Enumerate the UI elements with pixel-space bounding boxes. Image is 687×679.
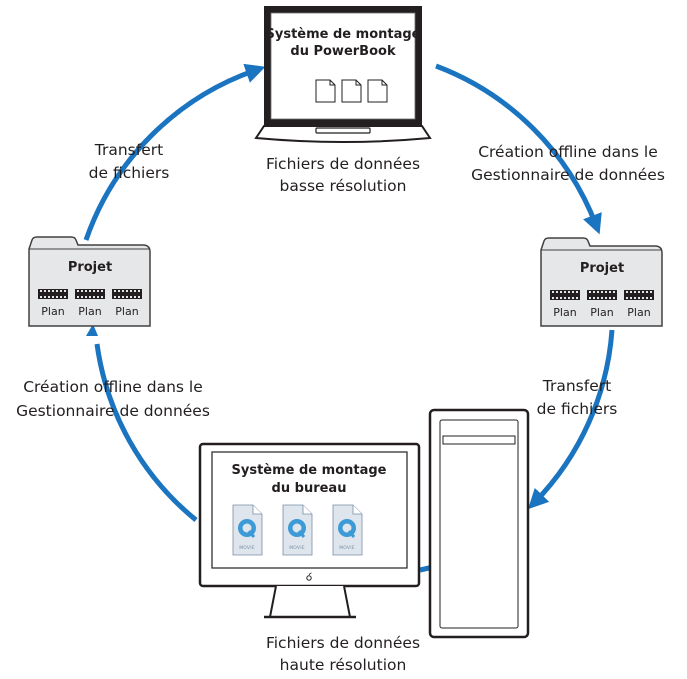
project-right-clip-2: Plan [590,306,613,319]
label-transfer-top-left-line1: Transfert [94,141,163,159]
document-icon [341,79,362,103]
project-left-clip-2: Plan [78,305,101,318]
label-offline-creation-left-line1: Création offline dans le [23,378,203,396]
arrow-laptop-to-project-right [435,63,602,235]
film-strip-icon [587,290,617,300]
powerbook-laptop: Système de montage du PowerBook [254,6,432,143]
label-transfer-right-line2: de fichiers [537,400,618,418]
svg-text:MOVIE: MOVIE [339,545,355,551]
monitor-stand [268,585,352,618]
svg-text:MOVIE: MOVIE [239,545,255,551]
laptop-title-line1: Système de montage [266,27,421,42]
label-offline-creation-left-line2: Gestionnaire de données [16,402,210,420]
laptop-caption-line1: Fichiers de données [266,155,420,173]
quicktime-movie-icon: MOVIE [232,504,263,556]
document-icon [367,79,388,103]
project-left-clip-3: Plan [115,305,138,318]
film-strip-icon [550,290,580,300]
project-left-clip-1: Plan [41,305,64,318]
workflow-arrows [83,63,615,573]
label-offline-creation-top-right-line1: Création offline dans le [478,143,658,161]
label-offline-creation-top-right-line2: Gestionnaire de données [471,166,665,184]
laptop-title-line2: du PowerBook [290,44,396,59]
project-folder-left: Projet Plan Plan Plan [28,236,151,327]
project-folder-right: Projet Plan Plan Plan [540,237,663,327]
laptop-caption-line2: basse résolution [280,177,407,195]
film-strip-icon [75,289,105,299]
apple-logo-icon [306,572,312,581]
desktop-title-line1: Système de montage [232,463,387,478]
label-transfer-right-line1: Transfert [542,377,611,395]
arrow-desktop-to-project-left [94,343,198,522]
label-transfer-top-left-line2: de fichiers [89,164,170,182]
project-left-title: Projet [68,260,112,275]
tower-computer [428,408,530,639]
desktop-monitor: Système de montage du bureau MOVIE MOVIE… [198,442,421,619]
arrowhead-left-up [86,324,98,336]
project-right-clip-3: Plan [627,306,650,319]
desktop-caption-line2: haute résolution [280,656,407,674]
project-right-clip-1: Plan [553,306,576,319]
film-strip-icon [624,290,654,300]
document-icon [315,79,336,103]
project-right-title: Projet [580,261,624,276]
arrow-project-left-to-laptop [83,63,266,241]
laptop-trackpad [315,127,371,134]
tower-drive-bay [442,435,516,445]
arrow-project-right-to-tower [528,329,615,510]
svg-text:MOVIE: MOVIE [289,545,305,551]
desktop-caption-line1: Fichiers de données [266,634,420,652]
quicktime-movie-icon: MOVIE [332,504,363,556]
desktop-title-line2: du bureau [272,481,347,496]
film-strip-icon [38,289,68,299]
film-strip-icon [112,289,142,299]
quicktime-movie-icon: MOVIE [282,504,313,556]
laptop-base [254,125,432,143]
